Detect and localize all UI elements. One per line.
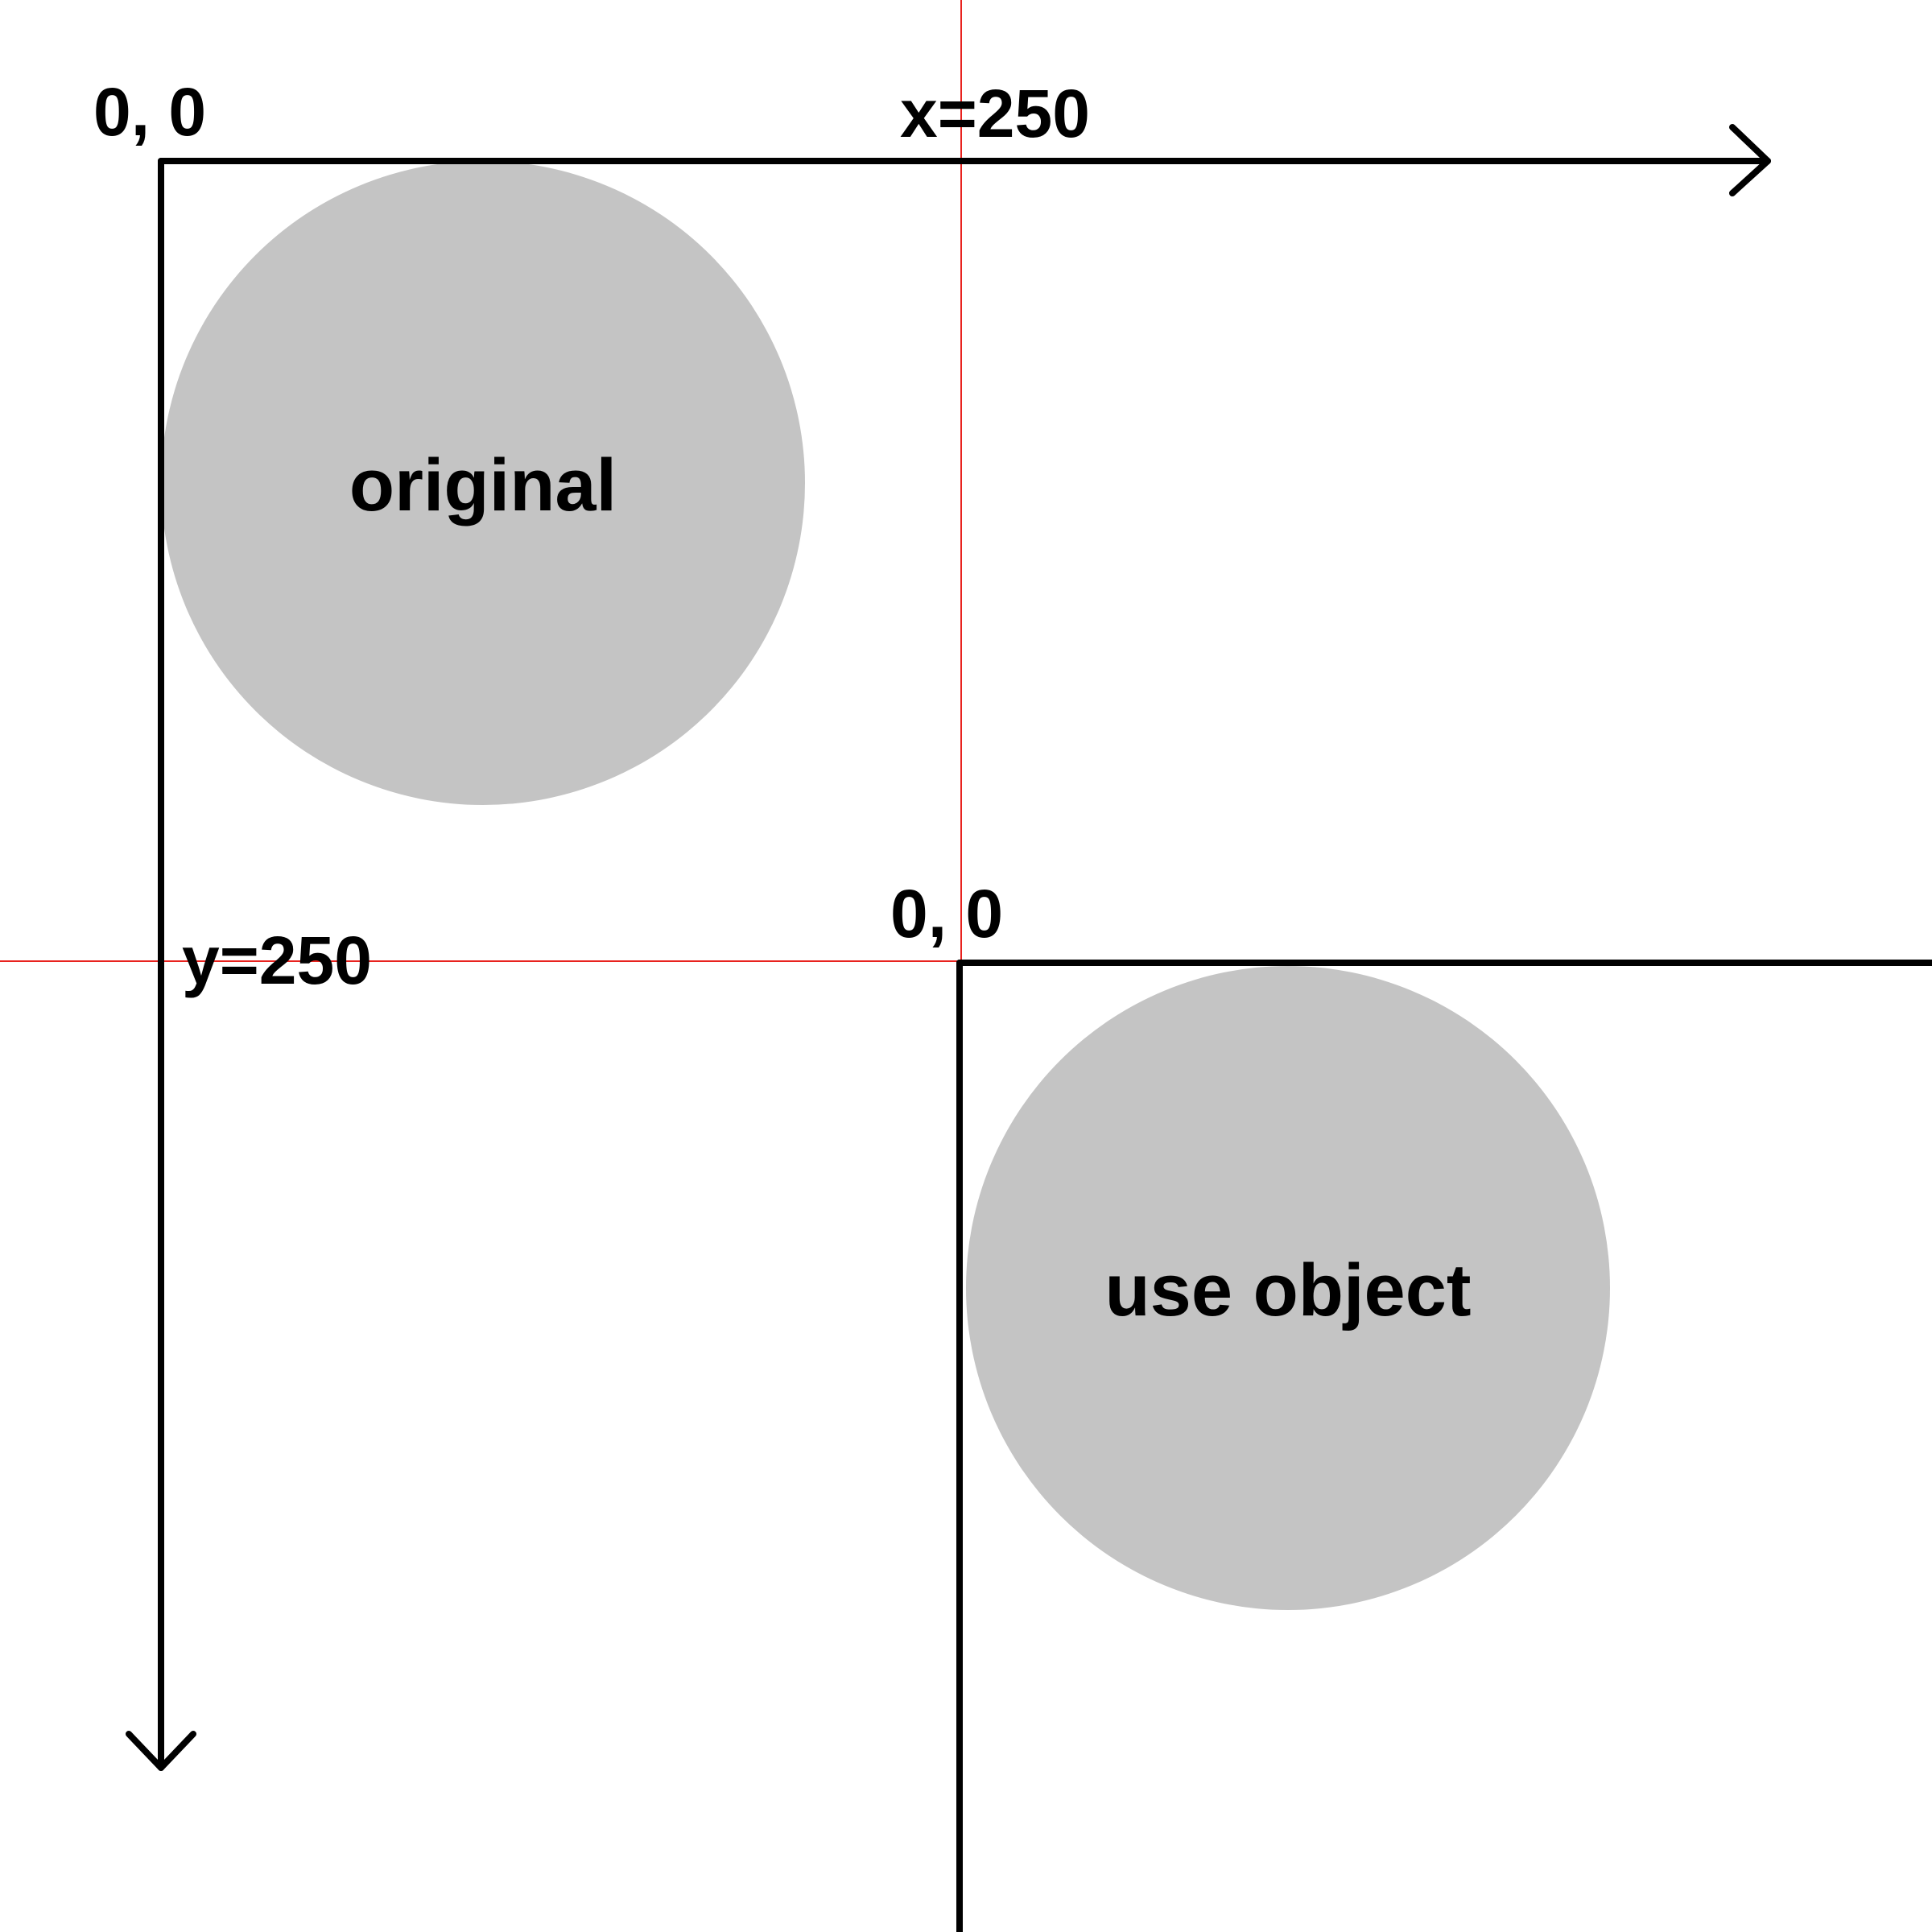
original-x-axis-arrow	[158, 124, 1771, 196]
original-circle	[161, 161, 805, 805]
use-object-axes	[956, 960, 1932, 1932]
original-origin-label: 0, 0	[93, 74, 206, 150]
original-y-axis-arrow	[126, 158, 196, 1771]
use-object-origin-label: 0, 0	[890, 876, 1003, 952]
y-guide-label: y=250	[182, 923, 372, 998]
x-guide-label: x=250	[900, 76, 1090, 151]
original-circle-label: original	[349, 444, 617, 526]
use-object-circle	[966, 966, 1610, 1610]
use-object-circle-label: use object	[1104, 1249, 1471, 1331]
